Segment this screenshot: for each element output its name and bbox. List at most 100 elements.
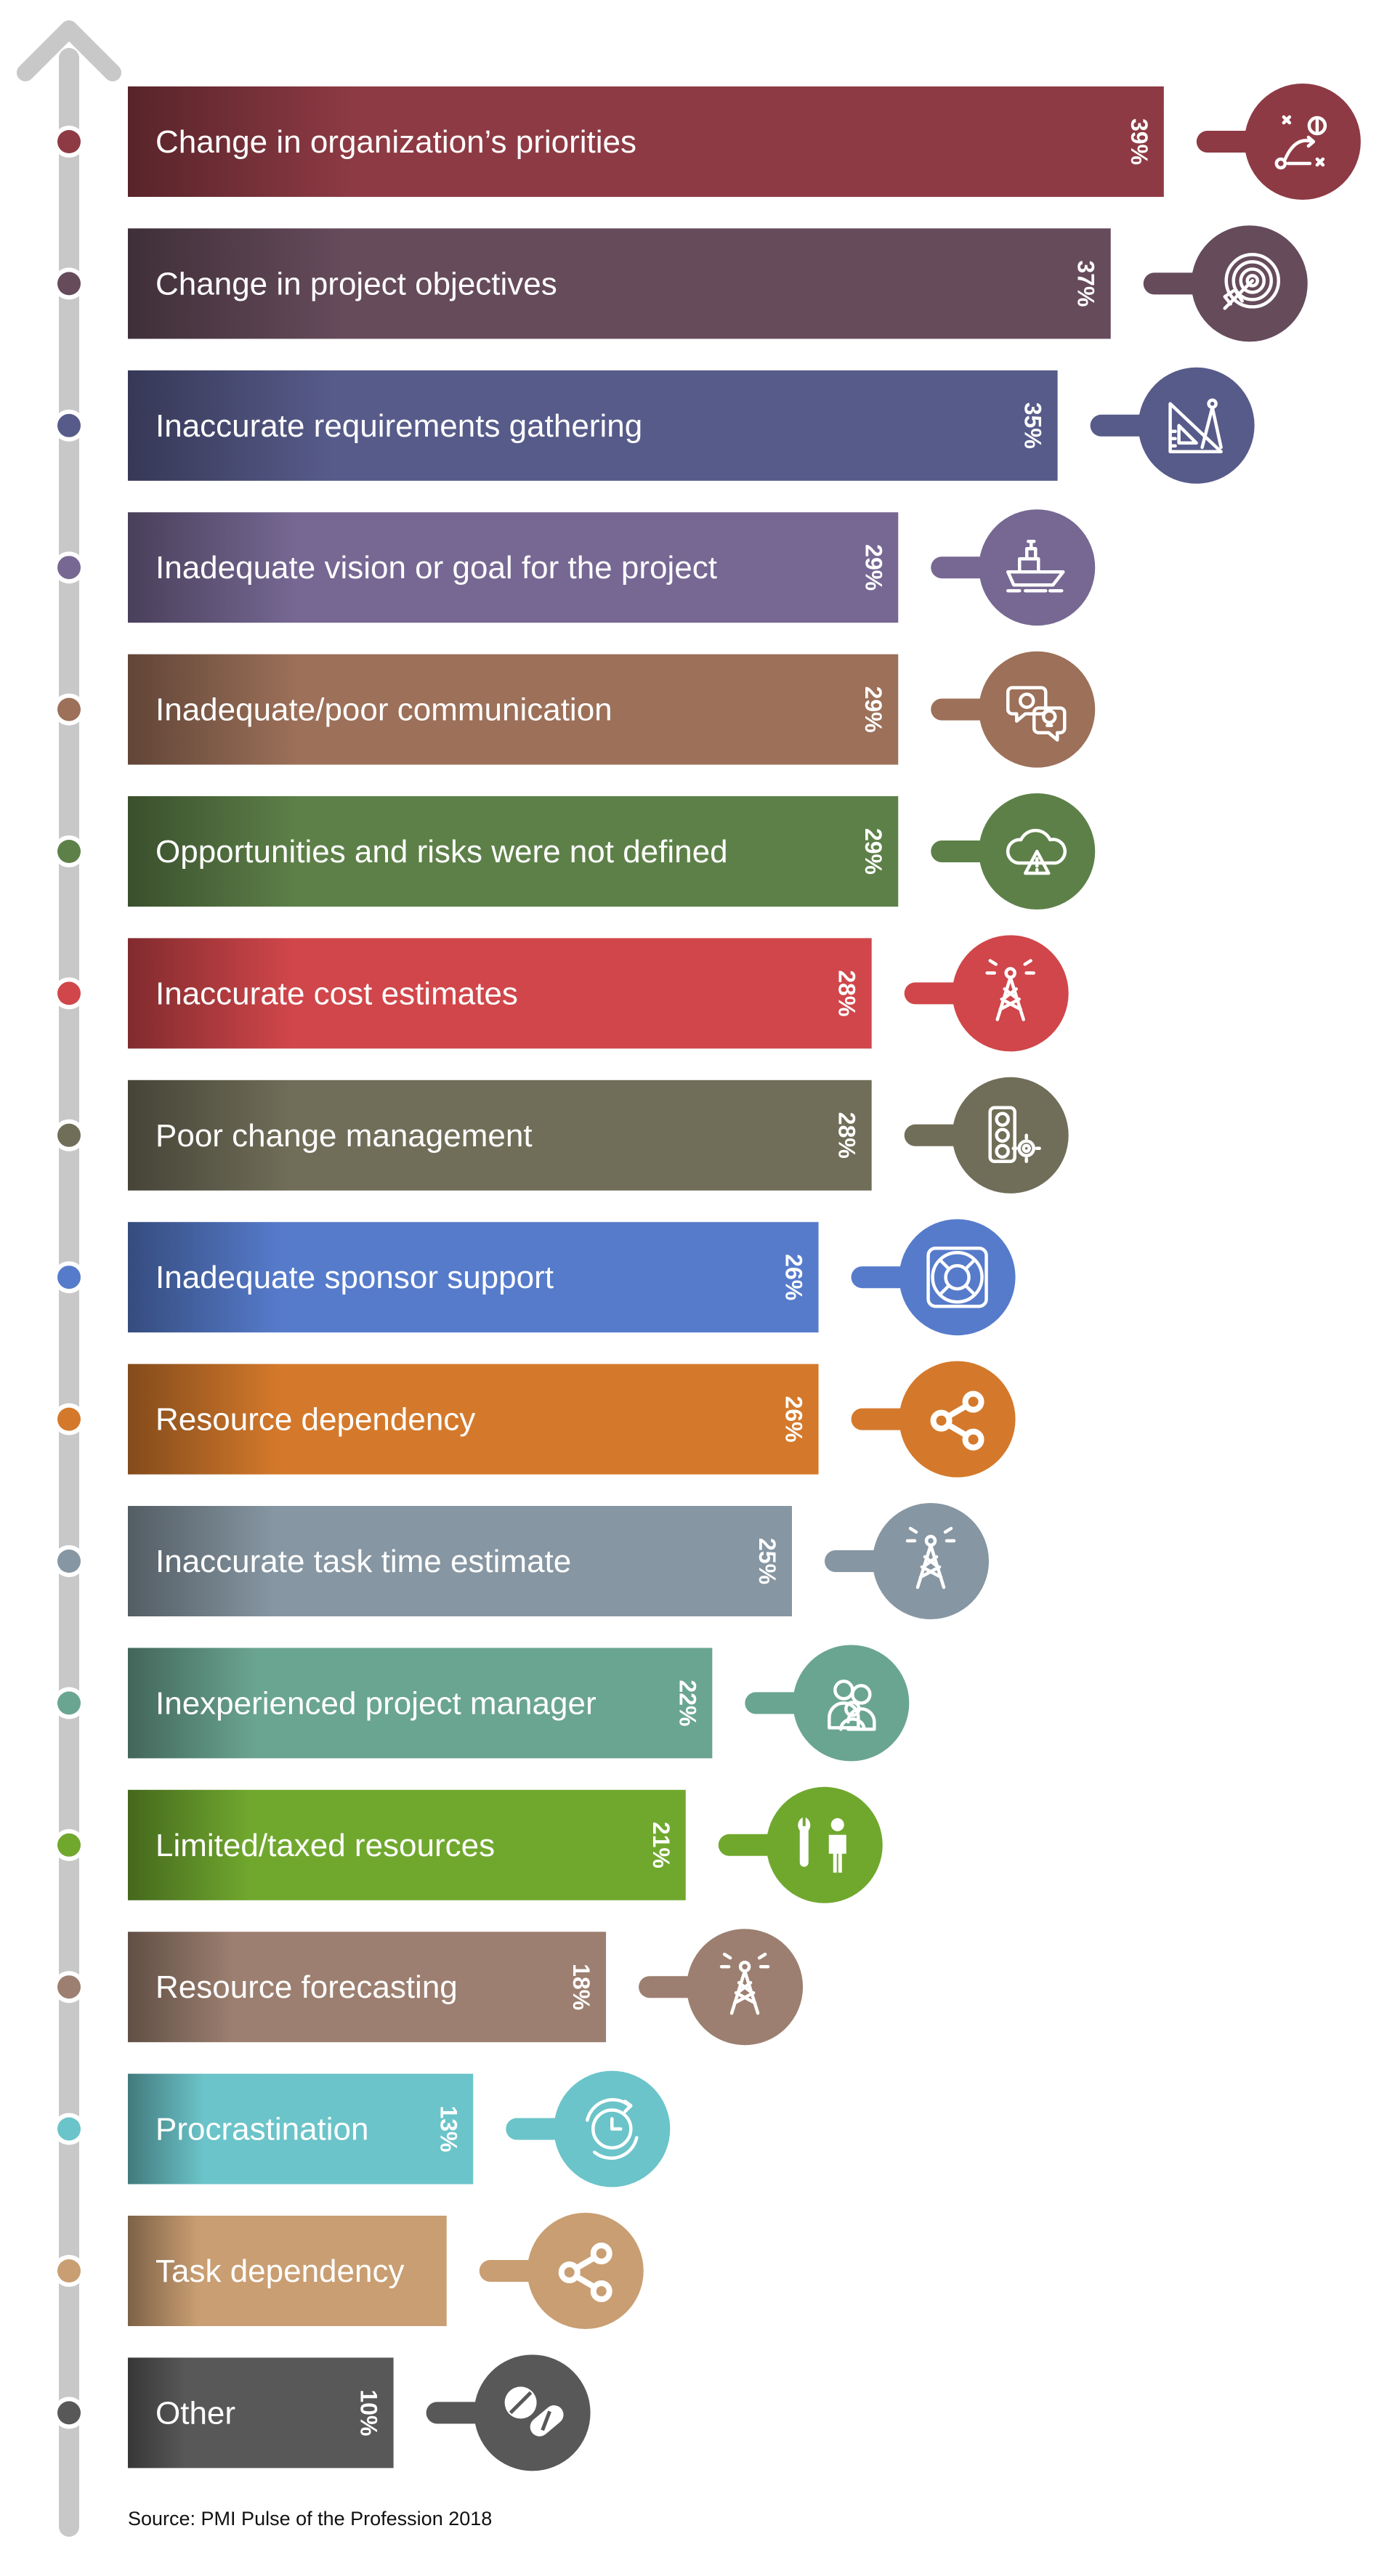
bar-row: Poor change management 28% <box>128 1077 1069 1194</box>
worker-wrench-icon <box>798 1817 846 1873</box>
bar-label: Change in project objectives <box>155 266 557 301</box>
axis-marker-dot <box>57 840 81 863</box>
bar-label: Other <box>155 2395 235 2431</box>
bar <box>128 512 899 623</box>
icon-badge <box>1138 367 1255 484</box>
icon-badge <box>766 1786 883 1903</box>
share-icon <box>558 2243 612 2302</box>
bar <box>128 86 1164 197</box>
bar <box>128 1222 819 1333</box>
bar <box>128 1080 872 1191</box>
bar-value: 26% <box>781 1254 807 1300</box>
icon-badge <box>527 2213 644 2329</box>
bar-label: Opportunities and risks were not defined <box>155 834 728 870</box>
axis-marker-dot <box>57 556 81 580</box>
bar <box>128 938 872 1049</box>
bar-value: 39% <box>1126 118 1152 165</box>
bar-value: 13% <box>435 2106 461 2152</box>
ship-icon <box>1006 539 1065 593</box>
strategy-icon <box>1274 115 1327 170</box>
axis-marker-dot <box>57 1691 81 1715</box>
bar <box>128 370 1058 481</box>
bar-row: Change in project objectives 37% <box>128 225 1308 342</box>
bar <box>128 228 1111 339</box>
vertical-axis <box>17 20 121 2537</box>
bar <box>128 1789 686 1900</box>
axis-marker-dot <box>57 697 81 721</box>
radio-tower-icon <box>985 959 1035 1021</box>
bar-row: Inadequate vision or goal for the projec… <box>128 509 1096 626</box>
share-icon <box>930 1390 984 1451</box>
bar-label: Inexperienced project manager <box>155 1685 597 1721</box>
bar-row: Task dependency <box>128 2213 644 2329</box>
axis-marker-dot <box>57 1550 81 1573</box>
icon-badge <box>899 1219 1016 1336</box>
bar-value: 29% <box>860 828 886 875</box>
axis-marker-dot <box>57 2259 81 2283</box>
axis-marker-dot <box>57 2117 81 2141</box>
bar-label: Change in organization’s priorities <box>155 124 636 160</box>
bar-label: Limited/taxed resources <box>155 1828 495 1863</box>
axis-marker-dot <box>57 413 81 437</box>
axis-marker-dot <box>57 1265 81 1289</box>
axis-marker-dot <box>57 272 81 296</box>
icon-badge <box>952 1077 1069 1194</box>
bar-row: Procrastination 13% <box>128 2070 671 2187</box>
bar-row: Inadequate/poor communication 29% <box>128 651 1096 768</box>
axis-arrow-icon <box>17 20 121 81</box>
bar-row: Change in organization’s priorities 39% <box>128 84 1361 200</box>
bar <box>128 2073 474 2184</box>
bar-value: 25% <box>754 1538 780 1584</box>
idea-chat-icon <box>1006 686 1067 742</box>
bar-value: 22% <box>674 1680 700 1726</box>
bar-label: Inaccurate cost estimates <box>155 976 518 1011</box>
icon-badge <box>899 1361 1016 1478</box>
source-note: Source: PMI Pulse of the Profession 2018 <box>128 2508 493 2530</box>
traffic-light-gear-icon <box>988 1106 1041 1164</box>
bar-value: 37% <box>1073 260 1099 307</box>
bar-row: Other 10% <box>128 2354 591 2471</box>
bar-label: Inaccurate requirements gathering <box>155 408 642 444</box>
bar <box>128 1364 819 1475</box>
axis-marker-dot <box>57 981 81 1005</box>
axis-marker-dot <box>57 2401 81 2425</box>
cloud-warning-icon <box>1006 828 1067 875</box>
radio-tower-icon <box>719 1952 770 2015</box>
bar-row: Inexperienced project manager 22% <box>128 1645 910 1762</box>
bar <box>128 1648 713 1759</box>
bar-value: 26% <box>781 1396 807 1443</box>
axis-marker-dot <box>57 130 81 153</box>
bar-label: Inaccurate task time estimate <box>155 1544 571 1579</box>
bar <box>128 2216 447 2326</box>
bar-value: 28% <box>834 1112 860 1159</box>
drafting-tools-icon <box>1168 398 1223 454</box>
bar-row: Resource dependency 26% <box>128 1361 1016 1478</box>
radio-tower-icon <box>905 1526 956 1589</box>
bar-value: 28% <box>834 970 860 1016</box>
target-icon <box>1223 253 1280 310</box>
bar-value: 18% <box>568 1964 594 2010</box>
bar-label: Procrastination <box>155 2112 368 2147</box>
bar <box>128 2357 394 2468</box>
bar-value: 10% <box>356 2389 382 2436</box>
axis-marker-dot <box>57 1407 81 1431</box>
bar-row: Inaccurate task time estimate 25% <box>128 1503 989 1619</box>
team-icon <box>828 1680 876 1731</box>
bar-label: Inadequate vision or goal for the projec… <box>155 550 717 586</box>
bar-label: Inadequate/poor communication <box>155 692 612 728</box>
bar-row: Opportunities and risks were not defined… <box>128 793 1096 910</box>
bar-label: Resource dependency <box>155 1402 475 1438</box>
bar-label: Poor change management <box>155 1118 533 1154</box>
axis-marker-dot <box>57 1833 81 1857</box>
bar <box>128 796 899 907</box>
bar-row: Inaccurate cost estimates 28% <box>128 935 1069 1052</box>
bar <box>128 1932 607 2043</box>
bar-value: 29% <box>860 544 886 591</box>
pills-icon <box>504 2386 564 2437</box>
bar-value: 29% <box>860 686 886 733</box>
